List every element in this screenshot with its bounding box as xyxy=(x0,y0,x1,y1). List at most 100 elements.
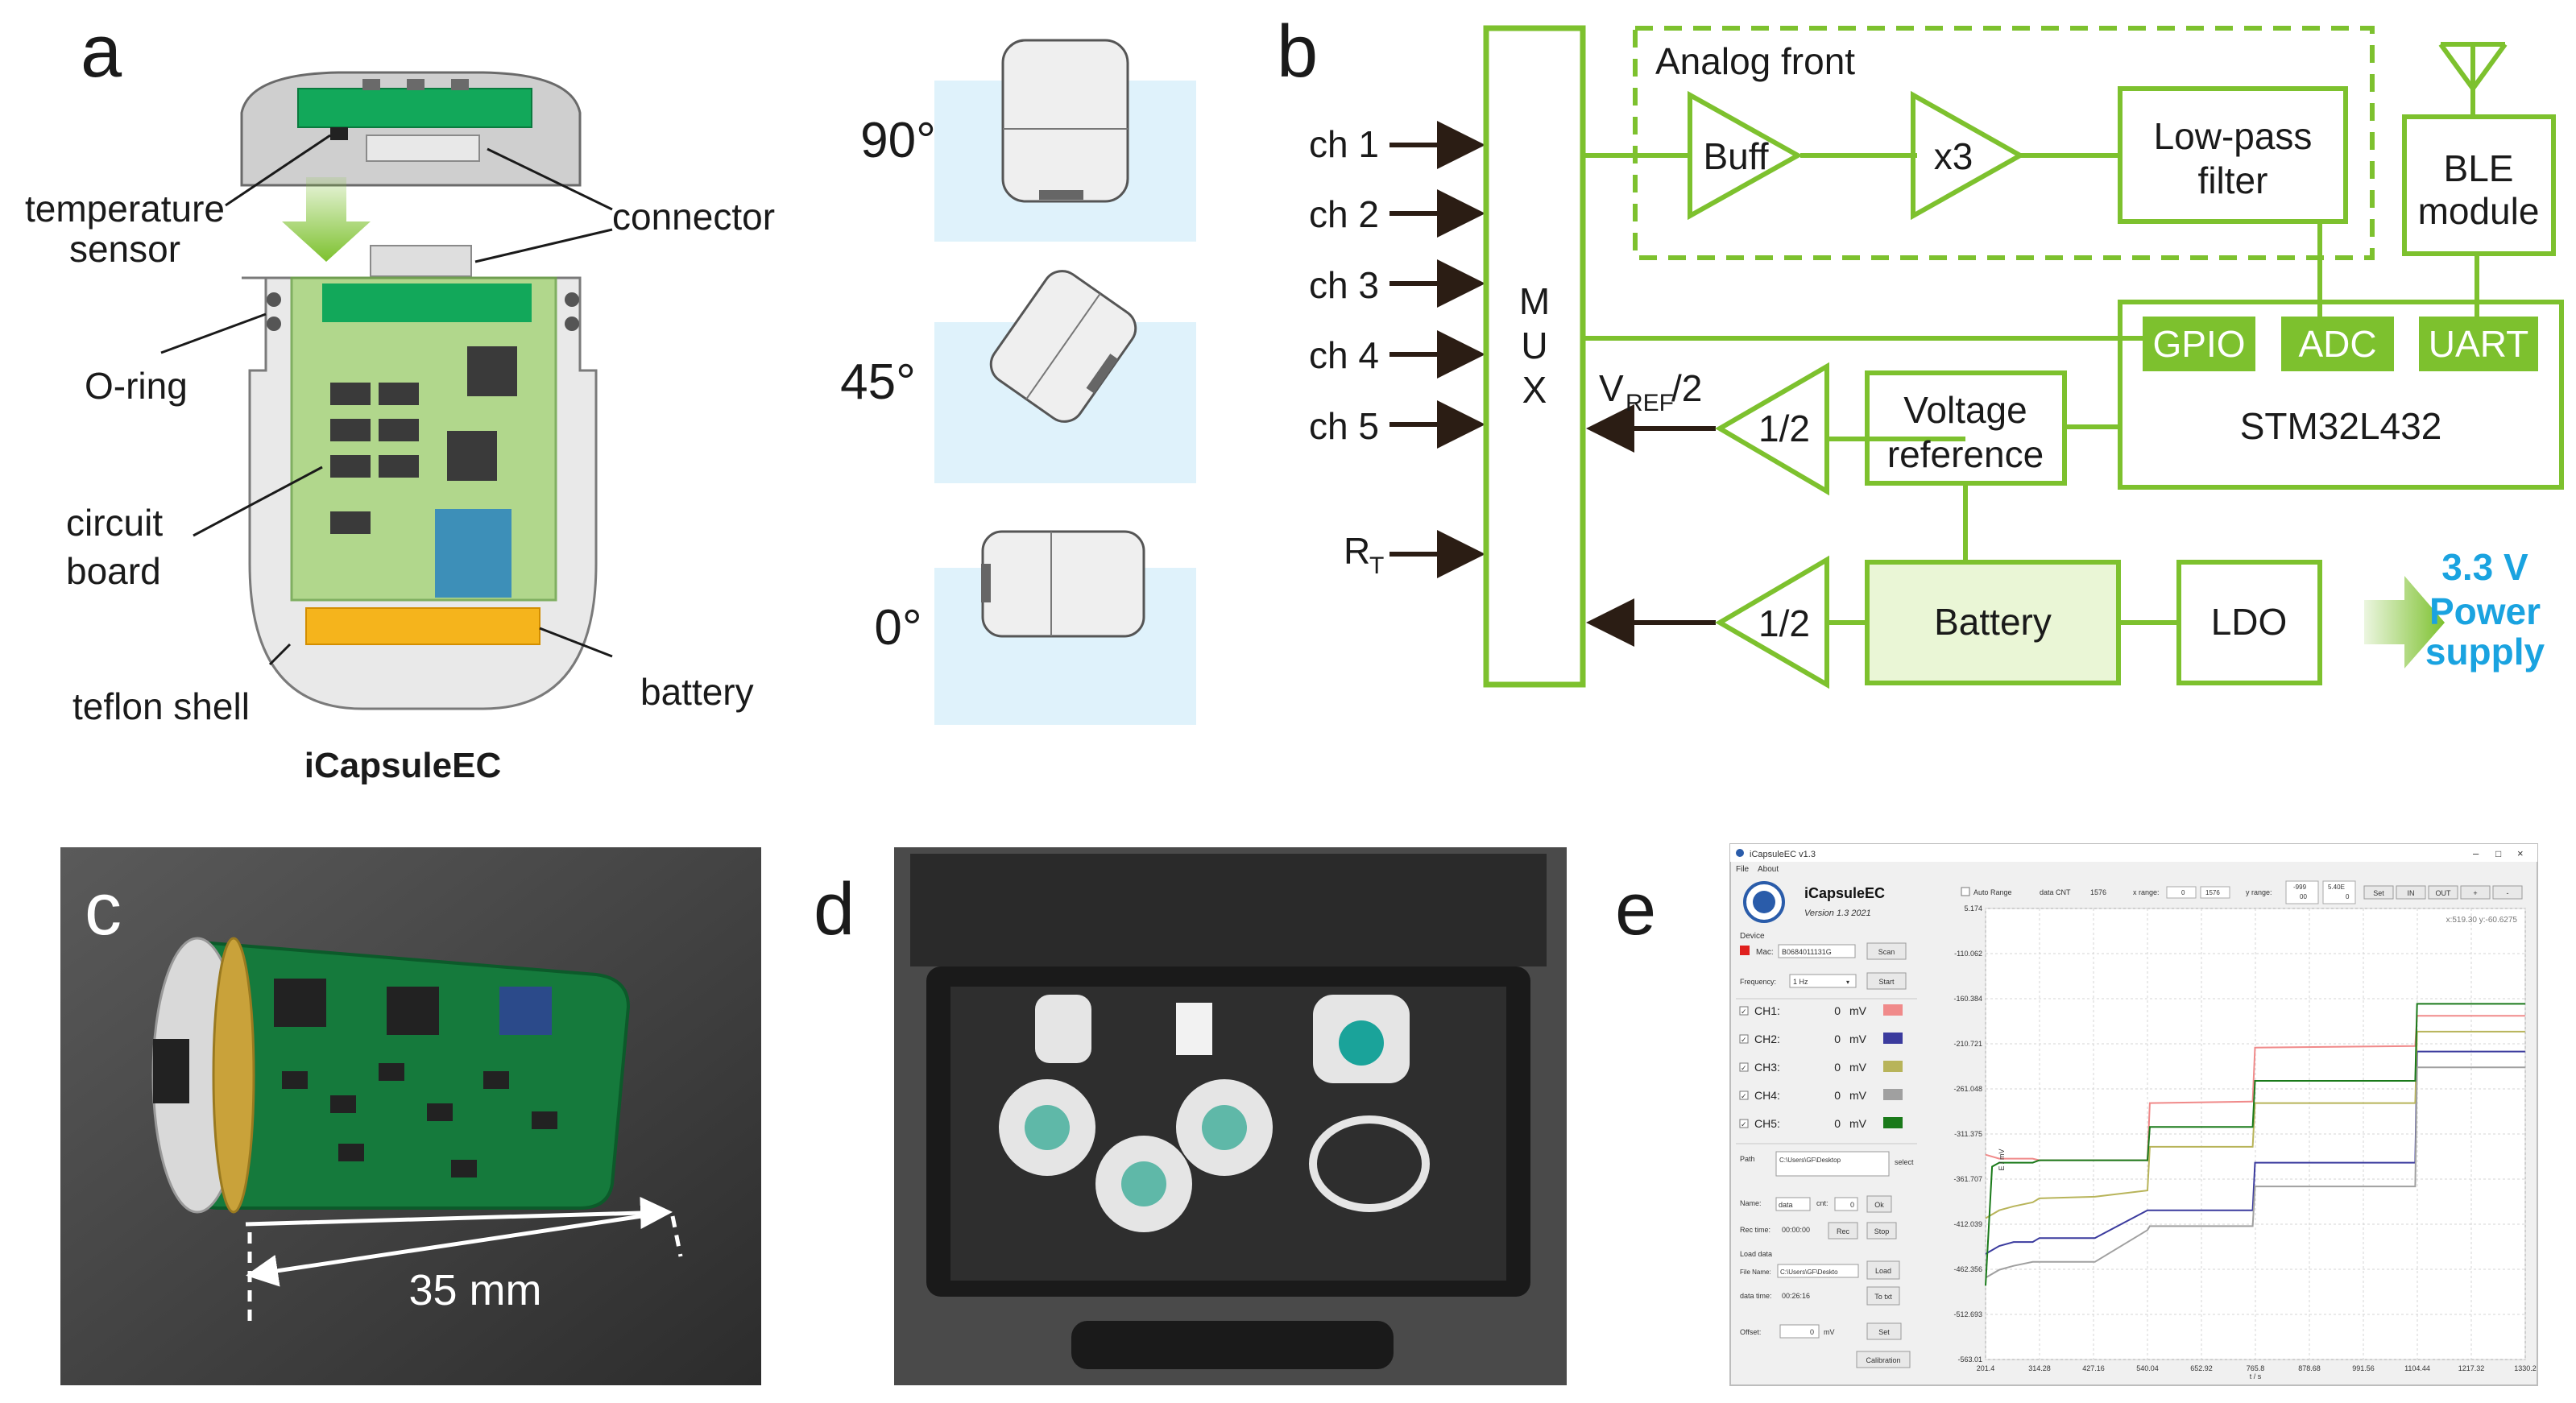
y-range-max-input[interactable] xyxy=(2322,880,2356,904)
power-label-2: Power xyxy=(2429,590,2541,632)
channel-2-checkbox[interactable] xyxy=(1739,1034,1749,1044)
y-tick-label: -361.707 xyxy=(1953,1175,1982,1183)
check-icon: ✓ xyxy=(1741,1064,1747,1072)
menu-file[interactable]: File xyxy=(1736,865,1750,874)
toolbar-button-3[interactable] xyxy=(2460,885,2491,900)
orientation-90: 90° xyxy=(860,39,1196,242)
x-range-min: 0 xyxy=(2181,889,2185,896)
x-tick-label: 427.16 xyxy=(2082,1364,2105,1372)
datatime-label: data time: xyxy=(1740,1292,1772,1300)
channel-4-color-swatch[interactable] xyxy=(1883,1089,1903,1100)
to-txt-button[interactable] xyxy=(1866,1286,1900,1306)
to-txt-label: To txt xyxy=(1874,1293,1892,1301)
menu-about[interactable]: About xyxy=(1758,865,1779,874)
channel-3-label: ch 3 xyxy=(1309,264,1379,306)
device-label: Device xyxy=(1740,932,1765,941)
mux-letter-x: X xyxy=(1522,369,1547,411)
gpio-label: GPIO xyxy=(2152,323,2245,365)
pcb-board xyxy=(151,937,631,1214)
maximize-icon[interactable]: □ xyxy=(2495,848,2501,859)
calibration-button[interactable] xyxy=(1856,1351,1911,1368)
auto-range-label: Auto Range xyxy=(1973,888,2012,896)
load-label: Load xyxy=(1875,1267,1891,1275)
label-connector: connector xyxy=(612,196,775,238)
close-icon[interactable]: × xyxy=(2517,847,2524,859)
name-input[interactable] xyxy=(1775,1197,1811,1211)
offset-value: 0 xyxy=(1810,1328,1814,1336)
ok-button[interactable] xyxy=(1866,1195,1892,1213)
toolbar-button-1[interactable] xyxy=(2396,885,2426,900)
usb-dongle xyxy=(1176,1003,1212,1055)
start-button[interactable] xyxy=(1866,972,1907,990)
channel-1-name: CH1: xyxy=(1754,1004,1780,1017)
app-name: iCapsuleEC xyxy=(1804,885,1885,901)
stop-button[interactable] xyxy=(1866,1222,1897,1240)
plot-series xyxy=(1985,1003,2525,1286)
channel-5-checkbox[interactable] xyxy=(1739,1119,1749,1128)
frequency-select[interactable] xyxy=(1789,974,1857,988)
label-temperature: temperature xyxy=(25,188,225,230)
y-tick-label: -261.048 xyxy=(1953,1085,1982,1093)
rt-subscript: T xyxy=(1369,553,1384,579)
channel-1-label: ch 1 xyxy=(1309,123,1379,165)
control-panel: iCapsuleEC Version 1.3 2021 Device Mac: … xyxy=(1736,881,1917,1368)
mac-input[interactable] xyxy=(1778,944,1856,958)
offset-input[interactable] xyxy=(1779,1324,1820,1339)
offset-set-button[interactable] xyxy=(1866,1322,1902,1340)
channel-1-checkbox[interactable] xyxy=(1739,1006,1749,1016)
toolbar-button-0[interactable] xyxy=(2363,885,2394,900)
channel-1-color-swatch[interactable] xyxy=(1883,1004,1903,1016)
label-teflon-shell: teflon shell xyxy=(72,685,250,727)
select-link[interactable]: select xyxy=(1895,1158,1914,1166)
auto-range-checkbox[interactable] xyxy=(1961,887,1970,896)
calibration-label: Calibration xyxy=(1866,1356,1900,1364)
channel-3-color-swatch[interactable] xyxy=(1883,1061,1903,1072)
mux-letter-m: M xyxy=(1519,280,1550,322)
toolbar-button-label-3: + xyxy=(2473,889,2477,897)
x-range-min-input[interactable] xyxy=(2166,886,2197,899)
chevron-down-icon: ▾ xyxy=(1846,979,1849,986)
rec-button[interactable] xyxy=(1828,1222,1858,1240)
capsule-in-case xyxy=(1035,995,1091,1063)
load-button[interactable] xyxy=(1866,1260,1900,1280)
cnt-value: 0 xyxy=(1850,1201,1854,1209)
channel-2-value: 0 xyxy=(1834,1033,1841,1045)
x-tick-label: 1217.32 xyxy=(2458,1364,2485,1372)
y-range-label: y range: xyxy=(2246,888,2272,896)
check-icon: ✓ xyxy=(1741,1092,1747,1100)
cnt-input[interactable] xyxy=(1834,1197,1858,1211)
channel-2-color-swatch[interactable] xyxy=(1883,1033,1903,1044)
x3-label: x3 xyxy=(1934,135,1973,177)
mcu-label: STM32L432 xyxy=(2240,405,2442,447)
channel-5-color-swatch[interactable] xyxy=(1883,1117,1903,1128)
y-tick-label: -412.039 xyxy=(1953,1220,1982,1228)
filename-label: File Name: xyxy=(1740,1268,1771,1276)
channel-3-checkbox[interactable] xyxy=(1739,1062,1749,1072)
mac-value: B0684011131G xyxy=(1782,948,1832,956)
channel-4-checkbox[interactable] xyxy=(1739,1091,1749,1100)
panel-d-letter: d xyxy=(814,868,855,950)
scan-button[interactable] xyxy=(1866,942,1907,960)
x-range-max-input[interactable] xyxy=(2200,886,2230,899)
label-board: board xyxy=(66,550,161,592)
toolbar-button-2[interactable] xyxy=(2428,885,2458,900)
vref-subscript: REF xyxy=(1626,390,1674,416)
scan-label: Scan xyxy=(1878,948,1895,956)
y-range-min-input[interactable] xyxy=(2285,880,2319,904)
buff-label: Buff xyxy=(1704,135,1769,177)
angle-0: 0° xyxy=(874,600,921,656)
toolbar-button-4[interactable] xyxy=(2492,885,2523,900)
channel-3-name: CH3: xyxy=(1754,1061,1780,1074)
adc-label: ADC xyxy=(2298,323,2376,365)
minimize-icon[interactable]: – xyxy=(2473,847,2479,859)
path-input[interactable] xyxy=(1775,1151,1890,1177)
x-range-max: 1576 xyxy=(2205,889,2220,896)
rectime-value: 00:00:00 xyxy=(1782,1226,1810,1234)
y-tick-label: -210.721 xyxy=(1953,1040,1982,1048)
channel-2-label: ch 2 xyxy=(1309,193,1379,235)
path-label: Path xyxy=(1740,1155,1755,1163)
filename-input[interactable] xyxy=(1777,1264,1859,1278)
